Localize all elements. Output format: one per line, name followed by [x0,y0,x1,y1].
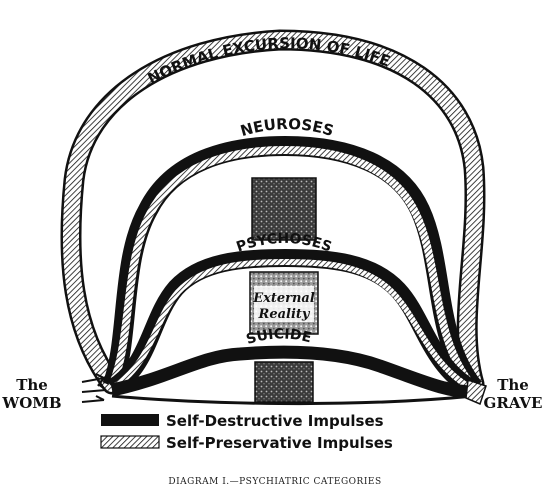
womb-label-bottom: WOMB [1,394,61,412]
external-reality-line1: External [252,291,315,306]
suicide-arc [110,345,475,406]
legend-preservative-label: Self-Preservative Impulses [166,434,393,452]
normal-excursion-arc [60,29,486,395]
column-upper-block [251,177,317,241]
womb-arrows [81,373,107,403]
normal-excursion-label: NORMAL EXCURSION OF LIFE [145,34,393,88]
legend: Self-Destructive Impulses Self-Preservat… [100,412,393,452]
grave-label-top: The [497,376,529,394]
neuroses-arc [102,135,482,395]
external-reality-line2: Reality [258,307,311,322]
column-lower-block [254,361,314,403]
external-reality-column [249,177,319,403]
normal-excursion-text: NORMAL EXCURSION OF LIFE [145,34,393,88]
suicide-text: SUICIDE [244,326,313,348]
external-reality-label-bg [254,286,314,322]
legend-destructive-swatch [101,414,159,426]
womb-label-top: The [16,376,48,394]
legend-preservative-swatch [100,435,160,449]
grave-label-bottom: GRAVE [484,394,543,412]
suicide-label: SUICIDE [244,326,313,348]
psychoses-arc [107,248,479,398]
grave-endpoint-mark [465,378,487,406]
legend-destructive-label: Self-Destructive Impulses [166,412,384,430]
diagram-caption: DIAGRAM I.—PSYCHIATRIC CATEGORIES [168,477,381,487]
